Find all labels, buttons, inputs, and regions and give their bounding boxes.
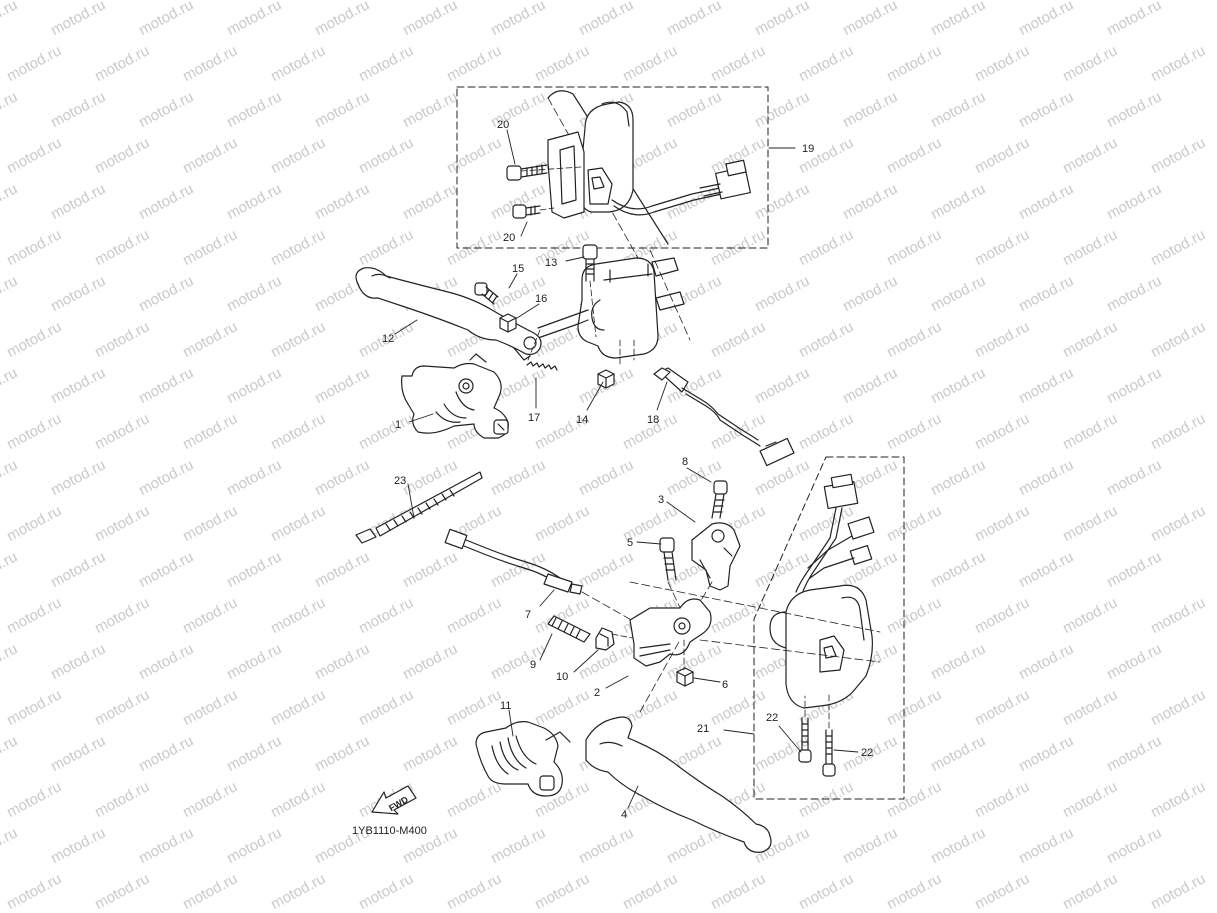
callout-15: 15 <box>512 263 524 275</box>
callout-22-right: 22 <box>861 747 873 759</box>
callout-12: 12 <box>382 333 394 345</box>
bolt-5 <box>659 537 677 581</box>
callout-9: 9 <box>530 659 536 671</box>
connector-7 <box>444 528 468 550</box>
callout-5: 5 <box>627 537 633 549</box>
callout-23: 23 <box>394 475 406 487</box>
bolt-15 <box>474 282 499 305</box>
lever-bracket-3 <box>691 522 741 591</box>
assembly-box-19 <box>456 86 769 249</box>
callout-19: 19 <box>802 143 814 155</box>
callout-20-upper: 20 <box>497 119 509 131</box>
cable-tie-23 <box>355 528 377 544</box>
callout-3: 3 <box>658 494 664 506</box>
screw-20-lower <box>512 204 541 219</box>
callout-18: 18 <box>647 414 659 426</box>
locknut-10 <box>595 627 615 651</box>
callout-6: 6 <box>722 679 728 691</box>
callout-4: 4 <box>621 809 627 821</box>
clutch-switch-7 <box>543 573 573 593</box>
callout-7: 7 <box>525 609 531 621</box>
bolt-13 <box>582 244 598 282</box>
callout-22-left: 22 <box>766 712 778 724</box>
screw-22-left <box>798 717 812 763</box>
connector-21b <box>847 516 875 540</box>
adjuster-9 <box>547 615 591 643</box>
connector-18 <box>759 437 795 467</box>
callout-11: 11 <box>500 700 511 712</box>
callout-20-lower: 20 <box>503 232 515 244</box>
screw-20-upper <box>506 164 548 181</box>
spring-17 <box>526 361 558 371</box>
callout-16: 16 <box>535 293 547 305</box>
callout-13: 13 <box>545 257 557 269</box>
lever-holder-1 <box>401 362 509 439</box>
fwd-arrow-icon <box>371 785 417 815</box>
callout-21: 21 <box>697 723 709 735</box>
clutch-lever-4 <box>585 716 772 853</box>
callout-10: 10 <box>556 671 568 683</box>
callout-2: 2 <box>594 687 600 699</box>
connector-21c <box>849 544 873 566</box>
callout-17: 17 <box>528 412 540 424</box>
callout-1: 1 <box>395 419 401 431</box>
screw-22-right <box>822 729 836 777</box>
master-cylinder <box>577 257 659 359</box>
diagram-code: 1YB1110-M400 <box>352 825 427 837</box>
assembly-box-21 <box>753 456 905 800</box>
callout-14: 14 <box>576 414 588 426</box>
callout-8: 8 <box>682 456 688 468</box>
bolt-8 <box>711 480 728 519</box>
